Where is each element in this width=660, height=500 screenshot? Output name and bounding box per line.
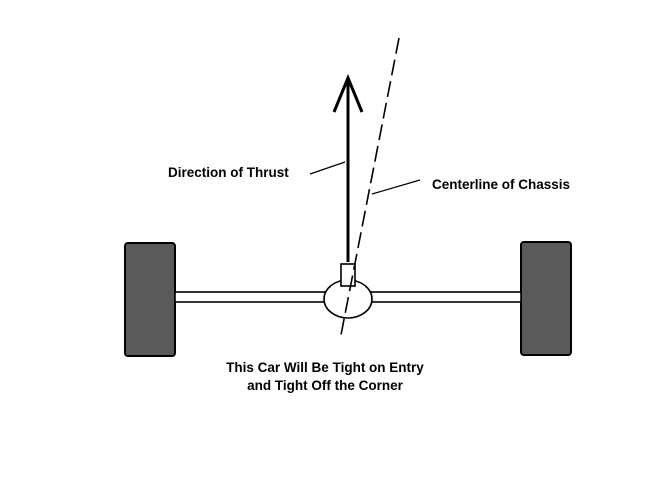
- caption-line-1: This Car Will Be Tight on Entry: [226, 360, 424, 375]
- left-tire: [124, 242, 176, 357]
- caption-line-2: and Tight Off the Corner: [247, 378, 403, 393]
- pinion-snout: [340, 263, 356, 287]
- thrust-arrow-head: [332, 74, 364, 113]
- axle-tube-right: [361, 291, 522, 303]
- chassis-centerline: [339, 37, 400, 341]
- centerline-label: Centerline of Chassis: [432, 177, 570, 192]
- thrust-label: Direction of Thrust: [168, 165, 289, 180]
- thrust-leader-line: [309, 161, 346, 175]
- axle-tube-left: [174, 291, 336, 303]
- right-tire: [520, 241, 572, 356]
- centerline-leader-line: [371, 179, 421, 195]
